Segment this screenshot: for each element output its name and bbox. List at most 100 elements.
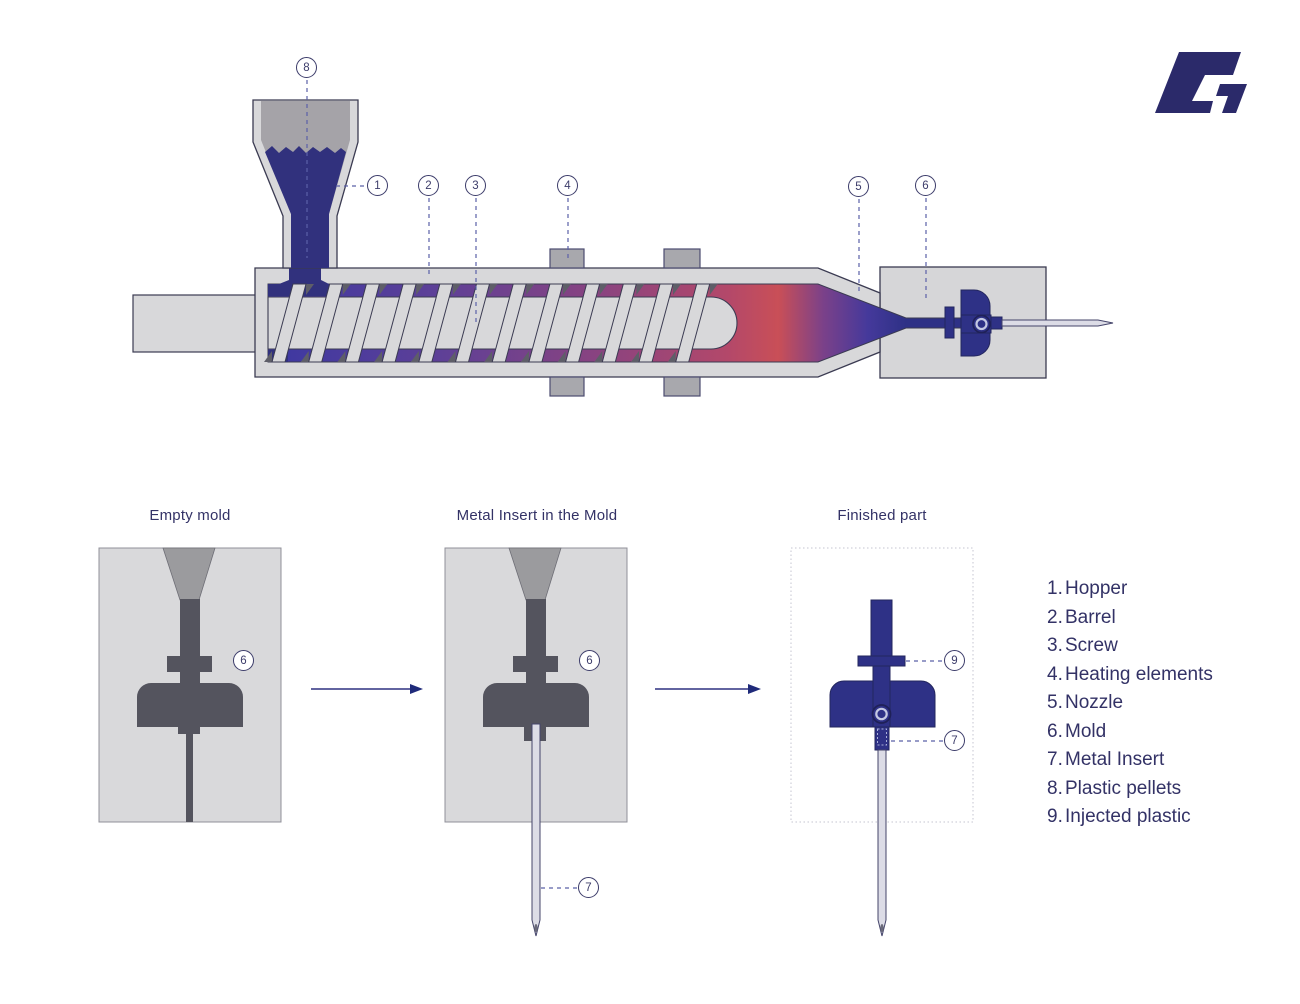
stage-title-metal-insert: Metal Insert in the Mold [456, 507, 618, 524]
mold-cavity [483, 599, 589, 741]
callout-leaders [306, 80, 943, 889]
part-ring-inner [975, 317, 988, 331]
screw-flight [594, 351, 603, 362]
legend-label: Barrel [1065, 606, 1116, 628]
legend-number: 7. [1047, 749, 1063, 770]
screw-flight [264, 351, 272, 362]
callout-1-hopper: 1 [367, 175, 388, 196]
screw-flight [709, 284, 718, 295]
stage-metal-insert [444, 547, 628, 937]
metal-insert-needle [877, 749, 887, 937]
screw-flight [337, 351, 346, 362]
heater-top-1 [549, 248, 585, 269]
legend-number: 2. [1047, 606, 1063, 628]
callout-7-insert-stage2: 7 [578, 877, 599, 898]
legend-item: 9.Injected plastic [1047, 803, 1213, 832]
screw-flight [300, 351, 309, 362]
callout-5-nozzle: 5 [848, 176, 869, 197]
legend-item: 4.Heating elements [1047, 661, 1213, 690]
screw-flight [667, 351, 676, 362]
legend-label: Nozzle [1065, 692, 1124, 713]
plastic-pellets [265, 146, 346, 268]
drive-shaft [132, 294, 258, 353]
screw-flight [416, 284, 425, 295]
legend-label: Plastic pellets [1065, 777, 1182, 799]
part-stem [870, 599, 893, 658]
callout-7-insert-stage3: 7 [944, 730, 965, 751]
callout-9-injected-stage3: 9 [944, 650, 965, 671]
mold-cavity [137, 599, 243, 822]
legend-item: 3.Screw [1047, 632, 1213, 661]
arrow-2-head [748, 684, 761, 694]
screw-flight [381, 283, 417, 363]
screw-flight [271, 283, 307, 363]
part-ring [871, 704, 892, 724]
stage-title-empty-mold: Empty mold [149, 507, 231, 524]
screw-flight [601, 283, 637, 363]
needle-tip [534, 924, 538, 932]
legend-number: 3. [1047, 635, 1063, 656]
legend-number: 6. [1047, 720, 1063, 742]
part-hub-step [990, 316, 1003, 330]
part-flange [857, 655, 906, 667]
screw-flight [306, 284, 314, 295]
callout-8-plastic-pellets: 8 [296, 57, 317, 78]
screw-flight [631, 351, 639, 362]
screw-flight [673, 284, 681, 295]
screw-flight [491, 283, 527, 363]
screw-flight [489, 284, 498, 295]
screw-flight [557, 351, 566, 362]
heater-bottom-2 [663, 376, 701, 397]
legend-item: 2.Barrel [1047, 604, 1213, 633]
callout-2-barrel: 2 [418, 175, 439, 196]
screw-flight [452, 284, 461, 295]
arrow-1-head [410, 684, 423, 694]
legend-number: 8. [1047, 777, 1063, 799]
screw-flight [342, 284, 351, 295]
callout-6-mold-stage2: 6 [579, 650, 600, 671]
metal-insert-needle [531, 723, 541, 937]
screw-flight [379, 284, 388, 295]
legend-item: 8.Plastic pellets [1047, 775, 1213, 804]
legend: 1.Hopper 2.Barrel 3.Screw 4.Heating elem… [1047, 575, 1213, 832]
legend-item: 1.Hopper [1047, 575, 1213, 604]
legend-label: Hopper [1065, 578, 1128, 599]
callout-3-screw: 3 [465, 175, 486, 196]
part-flange [944, 306, 955, 339]
heating-elements [549, 248, 701, 397]
callout-4-heating-elements: 4 [557, 175, 578, 196]
screw-flight [410, 351, 419, 362]
screw-flight [562, 284, 571, 295]
screw-flight [447, 351, 456, 362]
legend-number: 4. [1047, 663, 1063, 685]
legend-item: 6.Mold [1047, 718, 1213, 747]
screw-flight [564, 283, 601, 363]
legend-label: Heating elements [1065, 663, 1213, 685]
legend-number: 9. [1047, 806, 1063, 827]
callout-6-mold-stage1: 6 [233, 650, 254, 671]
screw-flight [520, 351, 529, 362]
pellet-column [268, 267, 329, 296]
stage-title-finished-part: Finished part [837, 507, 927, 524]
needle-tip [880, 924, 884, 932]
legend-label: Screw [1065, 635, 1118, 656]
screw-flight [528, 283, 564, 363]
screw-flights [264, 283, 718, 363]
metal-needle [1001, 319, 1114, 327]
legend-label: Metal Insert [1065, 749, 1165, 770]
legend-label: Mold [1065, 720, 1107, 742]
legend-item: 7.Metal Insert [1047, 746, 1213, 775]
legend-label: Injected plastic [1065, 806, 1191, 827]
screw-flight [636, 284, 645, 295]
machine-cross-section [132, 99, 1114, 397]
screw-flight [374, 351, 383, 362]
legend-number: 5. [1047, 692, 1063, 713]
stage-finished-part [790, 547, 974, 937]
hub-detail [877, 728, 887, 746]
hopper [252, 99, 359, 269]
legend-number: 1. [1047, 578, 1063, 599]
screw-flight [484, 351, 493, 362]
screw-flight [418, 283, 454, 363]
screw-flight [599, 284, 608, 295]
